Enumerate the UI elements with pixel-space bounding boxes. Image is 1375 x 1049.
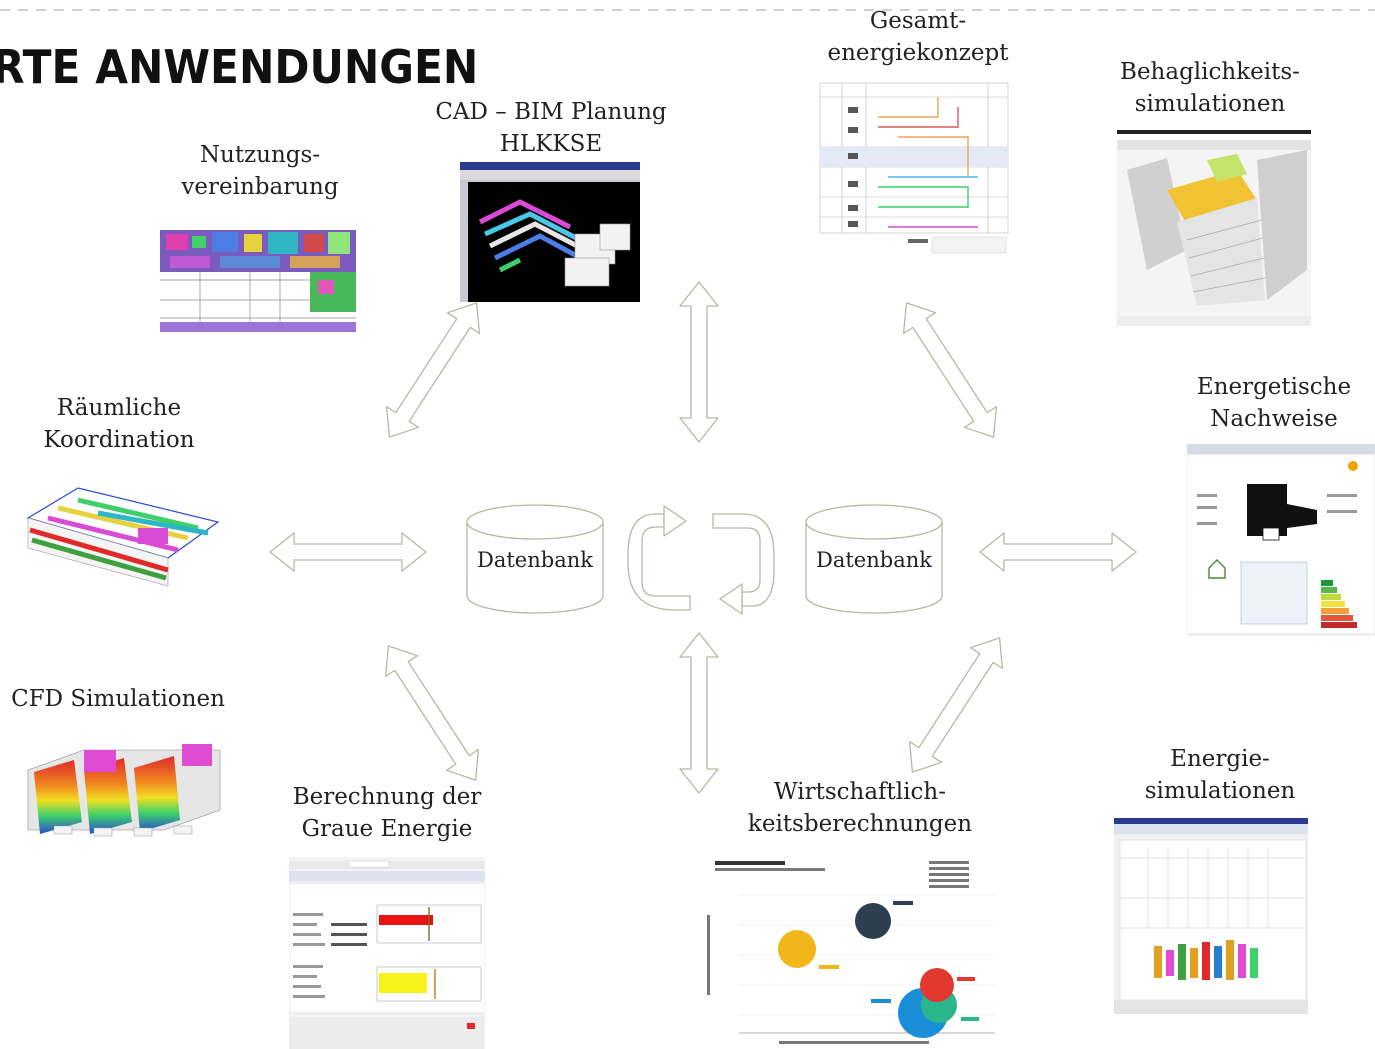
arrow-left-double-arrow-icon bbox=[269, 532, 427, 572]
arrow-nutzung-double-arrow-icon bbox=[385, 302, 481, 438]
label-energiesimulationen: Energie-simulationen bbox=[1144, 746, 1296, 804]
label-nutzungsvereinbarung: Nutzungs-vereinbarung bbox=[181, 142, 339, 200]
arrow-cad-double-arrow-icon bbox=[679, 281, 719, 443]
arrow-wirtschaft-double-arrow-icon bbox=[679, 632, 719, 794]
label-wirtschaftlichkeitsberechnungen: Wirtschaftlich-keitsberechnungen bbox=[747, 779, 973, 837]
graue-energie-screenshot-image bbox=[289, 857, 485, 1049]
energetische-nachweise-lesosai-image bbox=[1187, 444, 1375, 636]
cad-bim-screenshot-image bbox=[460, 162, 640, 302]
arrow-right-double-arrow-icon bbox=[979, 532, 1137, 572]
label-behaglichkeitssimulationen: Behaglichkeits-simulationen bbox=[1120, 59, 1300, 117]
database-left-cylinder-icon bbox=[466, 504, 604, 614]
behaglichkeit-3d-model-image bbox=[1117, 130, 1311, 326]
gesamtenergiekonzept-schema-image bbox=[818, 77, 1012, 255]
arrow-energiesim-double-arrow-icon bbox=[908, 637, 1004, 773]
database-left-label: Datenbank bbox=[477, 548, 593, 572]
cfd-simulation-image bbox=[24, 730, 234, 858]
database-right-label: Datenbank bbox=[816, 548, 932, 572]
raeumliche-koordination-3d-image bbox=[18, 478, 230, 598]
label-gesamtenergiekonzept: Gesamt-energiekonzept bbox=[827, 8, 1009, 66]
nutzungsvereinbarung-floorplan-image bbox=[160, 222, 356, 332]
arrow-graue-double-arrow-icon bbox=[384, 645, 480, 781]
wirtschaftlichkeit-bubble-chart-image bbox=[699, 855, 999, 1049]
energiesimulation-screenshot-image bbox=[1114, 818, 1308, 1014]
database-right-cylinder-icon bbox=[805, 504, 943, 614]
page-title: RTE ANWENDUNGEN bbox=[0, 40, 479, 94]
arrow-gesamt-double-arrow-icon bbox=[902, 302, 998, 438]
label-cfd-simulationen: CFD Simulationen bbox=[11, 686, 225, 712]
sync-arrows-icon bbox=[627, 505, 775, 615]
top-dashed-border bbox=[0, 9, 1375, 11]
